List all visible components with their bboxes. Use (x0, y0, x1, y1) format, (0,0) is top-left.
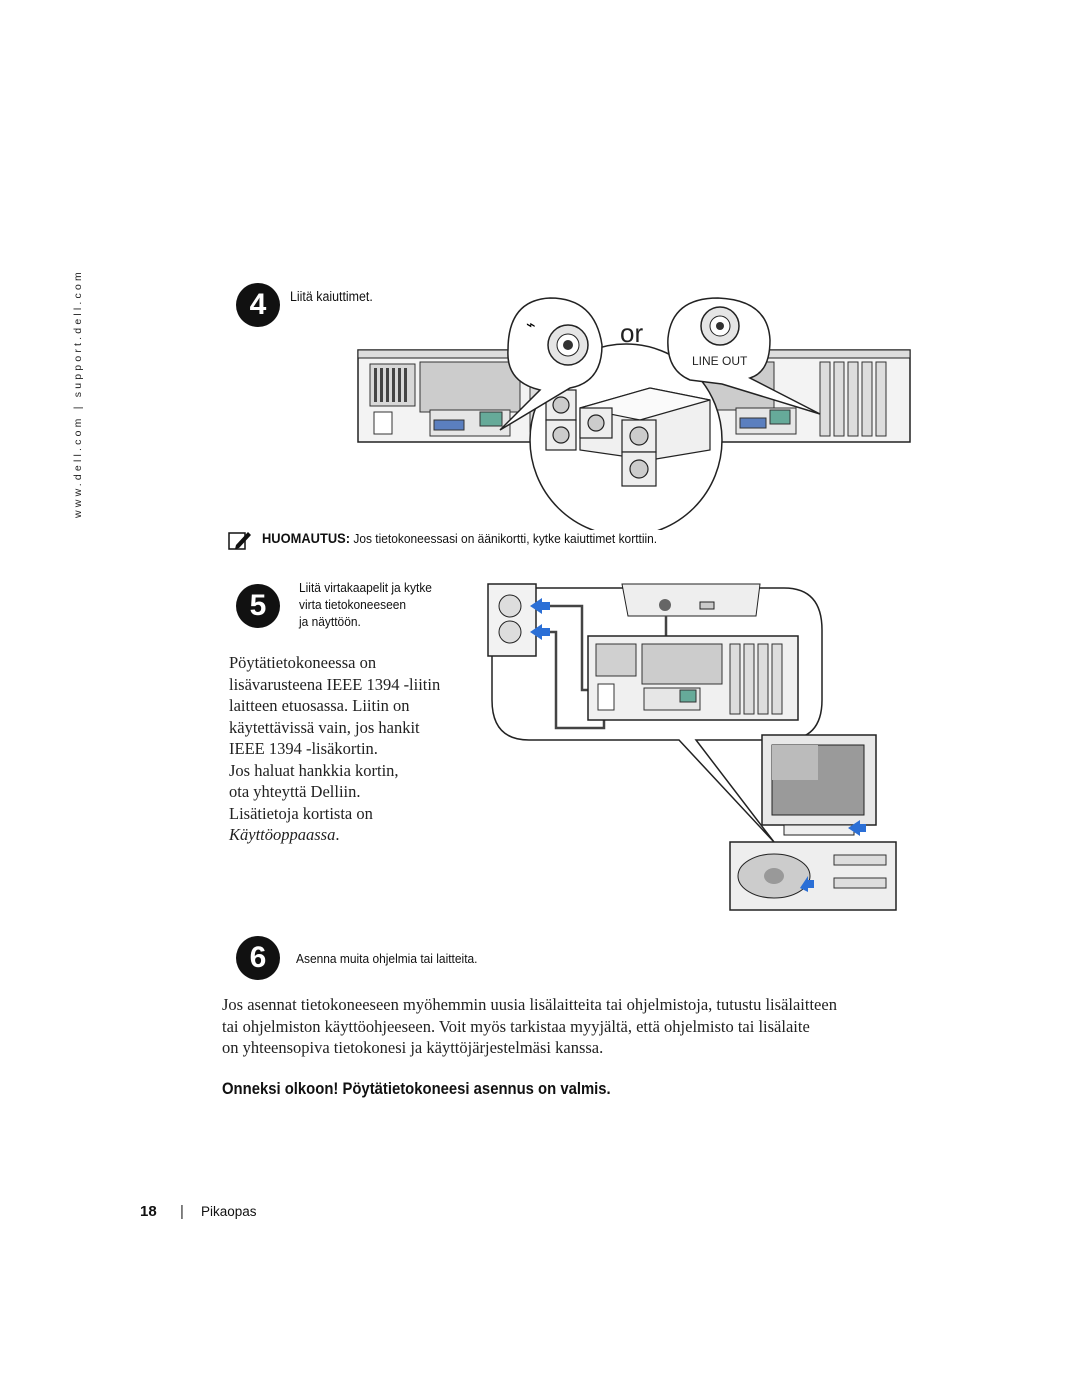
step-5-label-line: ja näyttöön. (299, 614, 361, 629)
step-5-body-line: Lisätietoja kortista on (229, 803, 373, 823)
arrow-icon (530, 598, 550, 640)
step-5-body-end: . (335, 825, 340, 844)
step-5-body-italic: Käyttöoppaassa (229, 825, 336, 844)
power-outlet-icon (487, 583, 537, 657)
paragraph: Jos asennat tietokoneeseen myöhemmin uus… (222, 994, 922, 1059)
paragraph-line: Jos asennat tietokoneeseen myöhemmin uus… (222, 995, 837, 1014)
step-4-number: 4 (236, 283, 280, 327)
step-5-body-line: lisävarusteena IEEE 1394 -liitin (229, 674, 441, 694)
paragraph-line: tai ohjelmiston käyttöohjeeseen. Voit my… (222, 1016, 810, 1036)
step-5-number: 5 (236, 584, 280, 628)
step-5-body-line: IEEE 1394 -lisäkortin. (229, 739, 378, 758)
step-5-body-line: ota yhteyttä Delliin. (229, 782, 361, 801)
step-4-label: Liitä kaiuttimet. (290, 289, 373, 304)
note: HUOMAUTUS: Jos tietokoneessasi on ääniko… (262, 530, 657, 546)
footer-section: Pikaopas (201, 1204, 257, 1219)
footer-separator: | (180, 1203, 184, 1220)
computer-back (587, 635, 799, 721)
note-pencil-icon (228, 532, 251, 550)
note-text: Jos tietokoneessasi on äänikortti, kytke… (353, 531, 658, 546)
conclusion-heading: Onneksi olkoon! Pöytätietokoneesi asennu… (222, 1080, 611, 1098)
svg-text:⌁: ⌁ (526, 317, 536, 334)
step-5-body-line: käytettävissä vain, jos hankit (229, 717, 420, 737)
monitor-icon (761, 734, 877, 836)
page-number: 18 (140, 1203, 157, 1220)
sidebar-url: www.dell.com | support.dell.com (72, 269, 84, 518)
power-connection-illustration (487, 583, 897, 911)
or-label: or (620, 318, 643, 348)
speaker-connection-illustration: ⌁ or LINE OUT (357, 297, 911, 530)
desktop-computer-icon (729, 841, 897, 911)
paragraph-line: on yhteensopiva tietokonesi ja käyttöjär… (222, 1038, 604, 1057)
step-5-body-line: laitteen etuosassa. Liitin on (229, 696, 410, 715)
step-5-body-line: Pöytätietokoneessa on (229, 653, 377, 672)
step-6-number: 6 (236, 936, 280, 980)
step-5-label-line: Liitä virtakaapelit ja kytke (299, 580, 432, 595)
step-5-body-line: Jos haluat hankkia kortin, (229, 760, 399, 780)
step-5-label-line: virta tietokoneeseen (299, 597, 407, 612)
line-out-label: LINE OUT (692, 354, 748, 368)
step-5-body: Pöytätietokoneessa on lisävarusteena IEE… (229, 652, 479, 846)
step-6-label: Asenna muita ohjelmia tai laitteita. (296, 951, 478, 966)
note-heading: HUOMAUTUS: (262, 530, 351, 546)
step-5-label: Liitä virtakaapelit ja kytke virta tieto… (299, 579, 432, 630)
